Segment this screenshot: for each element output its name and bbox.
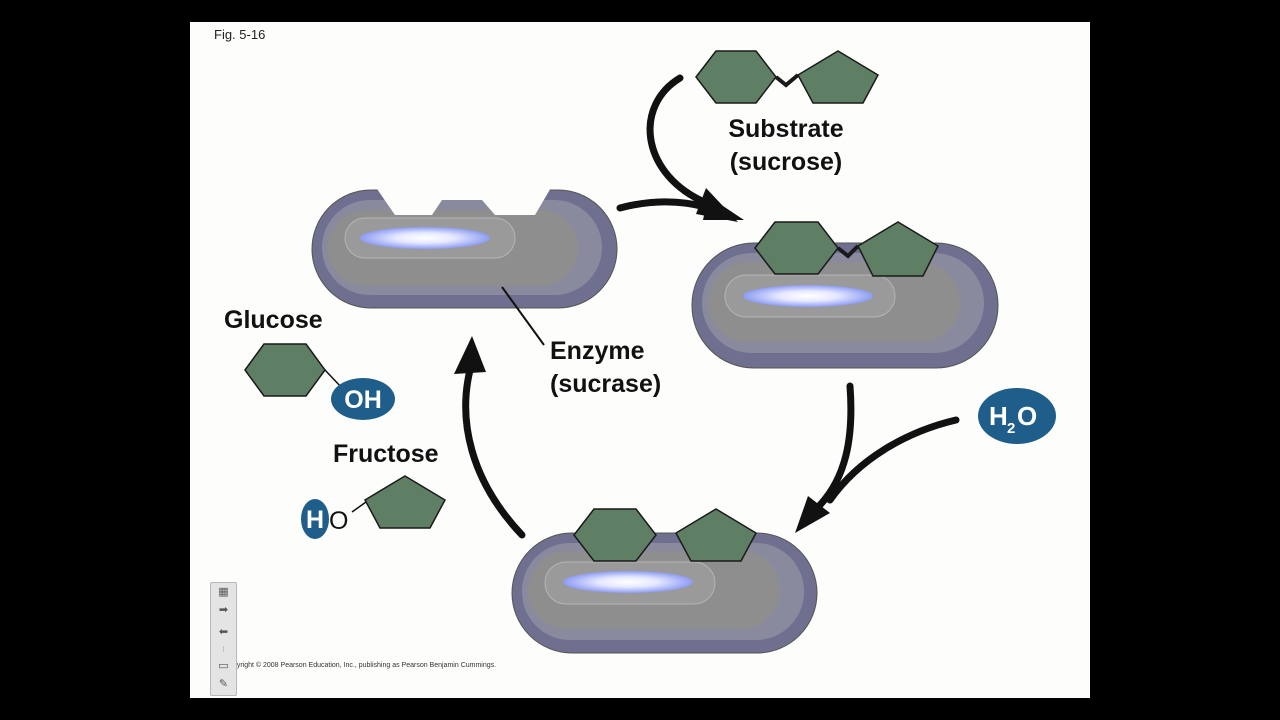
glucose-label: Glucose [224, 306, 323, 334]
catalysis-arrow [816, 382, 855, 509]
ho-h-label: H [306, 506, 324, 534]
catalysis-arrowhead [795, 496, 830, 533]
oh-ion [331, 378, 395, 420]
binding-arrow [616, 198, 709, 212]
substrate-glucose-hexagon [695, 50, 777, 104]
monitor-icon[interactable]: ▭ [218, 659, 229, 672]
glycosidic-bond [836, 244, 860, 259]
water-entry-arrow [826, 416, 960, 504]
arrow-right-icon[interactable]: ➡ [218, 603, 229, 616]
water-ion [978, 388, 1056, 444]
substrate-entry-arrow [646, 74, 704, 204]
enzyme-products-complex [511, 532, 818, 654]
glucose-hexagon [244, 343, 326, 397]
oh-label: OH [344, 386, 382, 414]
slideshow-toolbar: ▦ ➡ ⬅ ⋮ ▭ ✎ [210, 582, 237, 696]
fructose-ho-bond [351, 501, 367, 513]
arrow-left-icon[interactable]: ⬅ [218, 625, 229, 638]
binding-arrowhead [703, 196, 744, 220]
pen-icon[interactable]: ✎ [218, 677, 229, 690]
enzyme-pointer-line [501, 286, 545, 346]
bound-fructose-pentagon [857, 221, 939, 277]
page-counter[interactable]: ⋮ [220, 646, 227, 653]
fructose-pentagon [364, 475, 446, 529]
water-o-label: O [1017, 401, 1037, 431]
h-ion [301, 499, 329, 539]
enzyme-substrate-complex [691, 242, 999, 369]
release-arrow [462, 366, 526, 539]
fructose-label: Fructose [333, 440, 439, 468]
substrate-fructose-pentagon [797, 50, 879, 104]
water-h-label: H [989, 401, 1008, 431]
copyright-text: Copyright © 2008 Pearson Education, Inc.… [224, 661, 496, 669]
ho-o-label: O [329, 507, 348, 535]
substrate-label-line2: (sucrose) [730, 148, 843, 176]
figure-label: Fig. 5-16 [214, 27, 265, 42]
release-arrowhead [454, 336, 486, 374]
enzyme-label-line1: Enzyme [550, 337, 645, 365]
product-glucose-hexagon [573, 508, 657, 562]
grid-icon[interactable]: ▦ [218, 585, 229, 598]
product-fructose-pentagon [675, 508, 757, 562]
substrate-bond [774, 73, 800, 88]
water-subscript: 2 [1007, 420, 1015, 437]
enzyme-free [311, 186, 618, 309]
substrate-label-line1: Substrate [728, 115, 843, 143]
enzyme-label-line2: (sucrase) [550, 370, 661, 398]
